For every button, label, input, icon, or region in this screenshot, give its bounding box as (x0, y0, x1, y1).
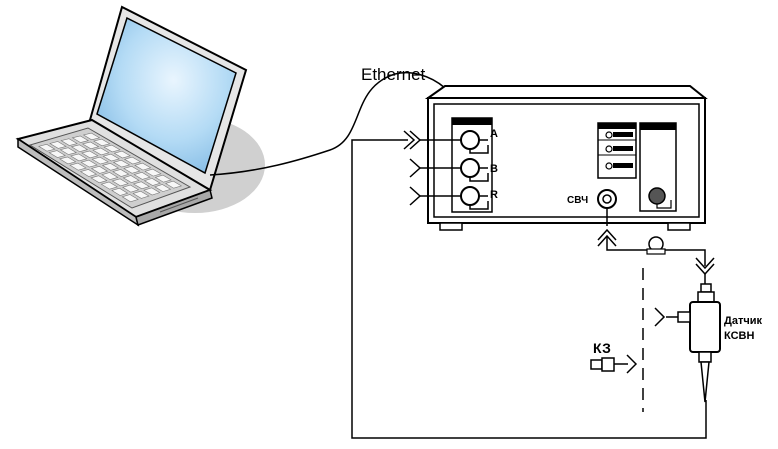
laptop-key (101, 172, 119, 180)
laptop-key (133, 171, 151, 180)
laptop-screen (96, 16, 237, 175)
laptop-icon (15, 5, 265, 227)
sensor-side-chevron (654, 307, 666, 327)
laptop-key (90, 175, 108, 184)
laptop-key (154, 174, 172, 183)
laptop-key (143, 178, 161, 186)
laptop-key (81, 150, 99, 159)
port-b-label: B (490, 163, 498, 175)
cable-connector-icon (646, 236, 666, 255)
input-arrows (403, 130, 461, 206)
laptop-key (134, 162, 152, 171)
laptop-key (58, 156, 77, 165)
laptop-key (123, 156, 142, 165)
button-module-rows (598, 131, 636, 170)
ethernet-cable (209, 71, 446, 176)
laptop-key (70, 144, 89, 153)
laptop-key (101, 162, 120, 171)
knob (648, 187, 666, 205)
laptop-key (132, 190, 150, 199)
laptop-key (164, 180, 183, 189)
short-circuit-label: КЗ (593, 340, 611, 356)
laptop-key (122, 175, 140, 183)
laptop-key (111, 187, 129, 196)
laptop-key (59, 147, 78, 155)
laptop-key (92, 147, 110, 156)
laptop-key (82, 132, 101, 141)
laptop-keys (38, 132, 183, 203)
port-a-label: A (490, 128, 498, 140)
instrument-foot-right (667, 222, 691, 231)
laptop-key (154, 184, 172, 192)
sensor-input-chevrons (695, 257, 715, 284)
laptop-key (111, 178, 129, 187)
return-line (351, 139, 707, 439)
laptop-port (159, 197, 199, 213)
laptop-key (112, 159, 131, 168)
laptop-key (81, 141, 100, 150)
short-circuit-load-icon (590, 354, 638, 374)
laptop-key (144, 168, 162, 177)
laptop-key (69, 162, 87, 171)
laptop-key (91, 156, 109, 165)
laptop-key (103, 144, 121, 153)
laptop-key (79, 169, 98, 177)
sensor-label-line1: Датчик (724, 315, 762, 327)
laptop-key (48, 150, 66, 158)
port-r-label: R (490, 189, 498, 201)
laptop-key (123, 165, 141, 174)
laptop-key (100, 181, 118, 190)
instrument-top (424, 85, 708, 99)
sensor-label-line2: КСВН (724, 330, 754, 342)
laptop-key (70, 153, 88, 162)
laptop-key (38, 143, 56, 152)
svch-label: СВЧ (567, 195, 588, 206)
laptop-key (71, 135, 90, 143)
laptop-key (80, 159, 98, 168)
laptop-key (122, 184, 140, 193)
laptop-key (112, 169, 130, 177)
laptop-key (113, 150, 131, 159)
laptop-base-side (135, 189, 213, 226)
laptop-key (90, 165, 109, 174)
laptop-key (132, 181, 151, 190)
ethernet-label: Ethernet (361, 65, 426, 84)
instrument-icon: A B R СВЧ (424, 85, 708, 231)
laptop-key (102, 153, 120, 162)
laptop-key (60, 138, 78, 146)
laptop-key (143, 187, 161, 196)
laptop-key (49, 141, 67, 149)
laptop-key (93, 138, 111, 147)
vswr-sensor-icon (666, 283, 721, 403)
laptop-key (121, 194, 139, 203)
instrument-foot-left (439, 222, 463, 231)
instrument-frame (433, 103, 700, 218)
port-a (460, 130, 489, 154)
port-module-header (452, 118, 492, 125)
